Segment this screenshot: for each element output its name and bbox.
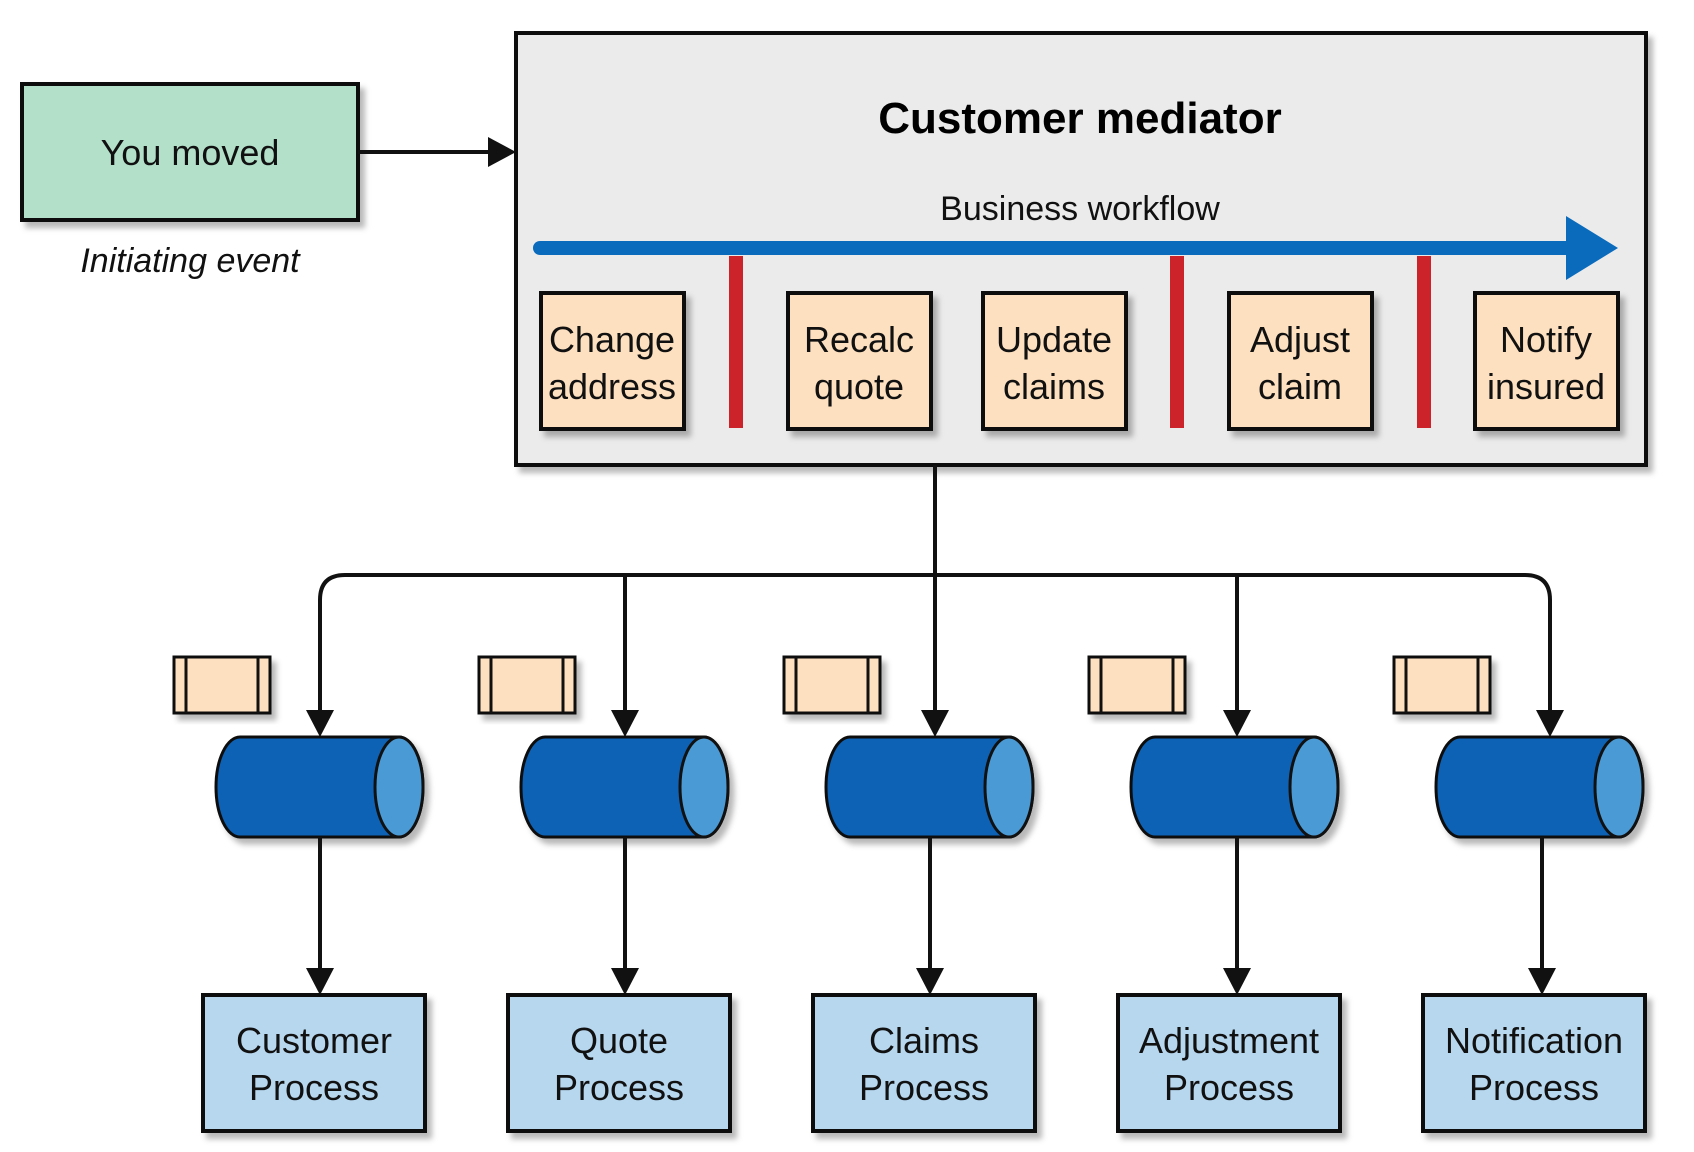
queue-to-process-arrowheads [306,968,1556,995]
process-claims: Claims Process [811,993,1037,1133]
customer-mediator: Customer mediator Business workflow Chan… [514,31,1648,467]
workflow-label: Business workflow [940,190,1220,228]
process-label-line1: Notification [1445,1020,1623,1061]
step-label-line1: Adjust [1250,319,1350,360]
message-icon [172,655,272,715]
step-label-line2: address [548,366,676,407]
initiating-event-label: You moved [101,132,280,173]
initiating-event: You moved Initiating event [20,82,360,280]
step-label-line2: quote [814,366,904,407]
workflow-separator [729,256,743,428]
message-icon [477,655,577,715]
queue-icon [824,735,1035,839]
workflow-step-recalc-quote: Recalc quote [786,291,933,431]
process-label-line1: Claims [869,1020,979,1061]
queue-icon [519,735,730,839]
step-label-line1: Update [996,319,1112,360]
step-label-line1: Notify [1500,319,1592,360]
process-customer: Customer Process [201,993,427,1133]
step-label-line2: claims [1003,366,1105,407]
workflow-separator [1417,256,1431,428]
workflow-arrow [533,216,1618,280]
workflow-step-adjust-claim: Adjust claim [1227,291,1374,431]
distribution-lines [318,465,1552,712]
message-icon [1087,655,1187,715]
queue-icon [214,735,425,839]
initiating-event-caption: Initiating event [80,242,301,280]
process-label-line1: Quote [570,1020,668,1061]
process-label-line1: Customer [236,1020,392,1061]
queue-icon [1129,735,1340,839]
message-icon [1392,655,1492,715]
process-label-line2: Process [249,1067,379,1108]
message-icon [782,655,882,715]
step-label-line2: insured [1487,366,1605,407]
queue-icon [1434,735,1645,839]
step-label-line1: Change [549,319,675,360]
initiating-event-box [20,82,360,222]
process-label-line1: Adjustment [1139,1020,1319,1061]
step-label-line1: Recalc [804,319,914,360]
step-label-line2: claim [1258,366,1342,407]
process-label-line2: Process [859,1067,989,1108]
process-quote: Quote Process [506,993,732,1133]
event-to-mediator-arrow [358,137,516,167]
workflow-step-notify-insured: Notify insured [1473,291,1620,431]
workflow-separator [1170,256,1184,428]
process-adjustment: Adjustment Process [1116,993,1342,1133]
mediator-title: Customer mediator [878,94,1281,143]
workflow-step-update-claims: Update claims [981,291,1128,431]
queue-to-process-lines [318,837,1544,970]
process-label-line2: Process [1469,1067,1599,1108]
process-label-line2: Process [554,1067,684,1108]
distribution-arrowheads [306,710,1564,737]
workflow-step-change-address: Change address [539,291,686,431]
process-notification: Notification Process [1421,993,1647,1133]
process-label-line2: Process [1164,1067,1294,1108]
